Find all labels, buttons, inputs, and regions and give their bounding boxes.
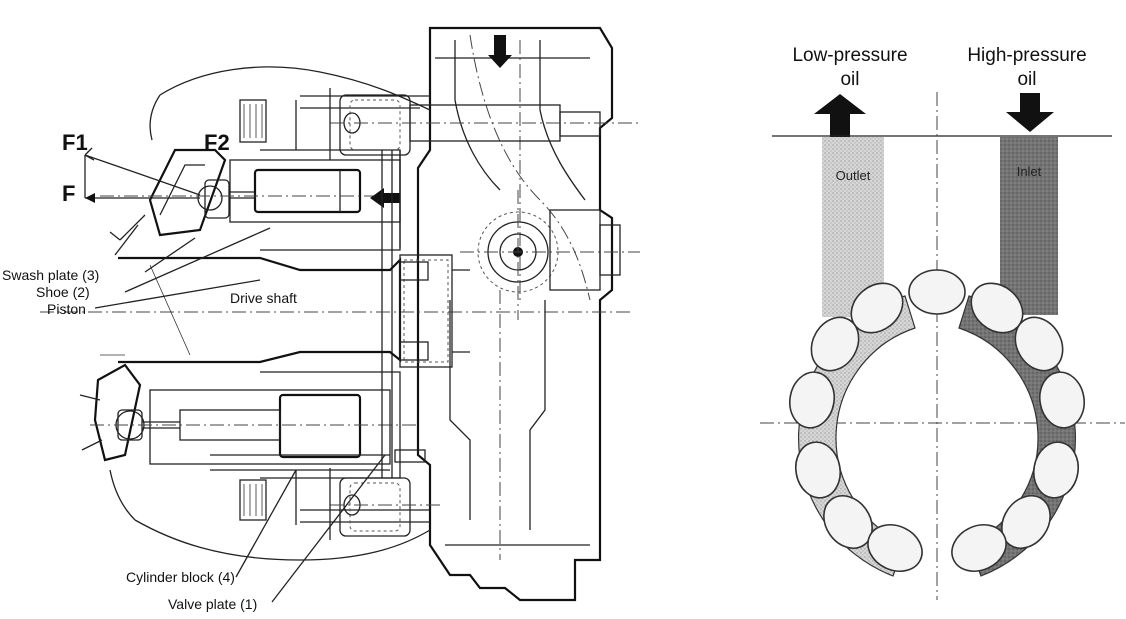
cylinder-bore [951,524,1007,572]
cylinder-block-body [260,149,401,479]
cylinder-bore [1001,495,1051,549]
outlet-passage [449,34,591,560]
cylinder-bore [788,371,836,429]
label-cylinder-block: Cylinder block (4) [126,569,235,585]
outlet-label: Outlet [836,168,871,183]
outlet-up-arrow-icon [814,94,866,149]
leader-lines [94,227,386,603]
label-drive-shaft: Drive shaft [230,290,297,306]
label-f2: F2 [204,130,230,155]
cylinder-bore [908,269,966,315]
lower-bearing [239,449,440,540]
cylinder-bores [788,269,1086,572]
label-f1: F1 [62,130,88,155]
force-f-arrowhead-icon [85,193,95,203]
pump-cross-section: F1 F2 F Swash plate (3) Shoe (2) Piston … [2,26,640,612]
upper-bearing [239,88,640,160]
low-pressure-title-line1: Low-pressure [792,45,907,66]
inlet-down-arrow-icon [1006,93,1054,132]
force-vectors: F1 F2 F [62,130,230,206]
cylinder-bore [1014,316,1064,372]
label-f: F [62,181,75,206]
label-swash-plate: Swash plate (3) [2,267,99,283]
upper-piston-assembly [100,148,401,256]
flow-arrow-down-icon [488,35,512,68]
cylinder-bore [1038,371,1086,429]
high-pressure-title-line1: High-pressure [967,45,1086,66]
high-pressure-title-line2: oil [1017,69,1036,90]
label-shoe: Shoe (2) [36,284,90,300]
auxiliary-gear [460,190,640,320]
drive-shaft [40,254,630,368]
cylinder-bore [1032,441,1080,499]
inlet-band [1000,137,1058,315]
cylinder-bore [823,495,873,549]
piston-force-arrow-icon [370,188,400,208]
low-pressure-title-line2: oil [840,69,859,90]
cylinder-bore [867,524,923,572]
cylinder-bore [810,316,860,372]
cylinder-bore [794,441,842,499]
label-piston: Piston [47,301,86,317]
valve-plate-view: Low-pressure oil High-pressure oil Outle… [760,45,1125,600]
pump-casing [109,26,614,602]
inlet-label: Inlet [1017,164,1042,179]
lower-piston-assembly [79,363,420,471]
label-valve-plate: Valve plate (1) [168,596,257,612]
